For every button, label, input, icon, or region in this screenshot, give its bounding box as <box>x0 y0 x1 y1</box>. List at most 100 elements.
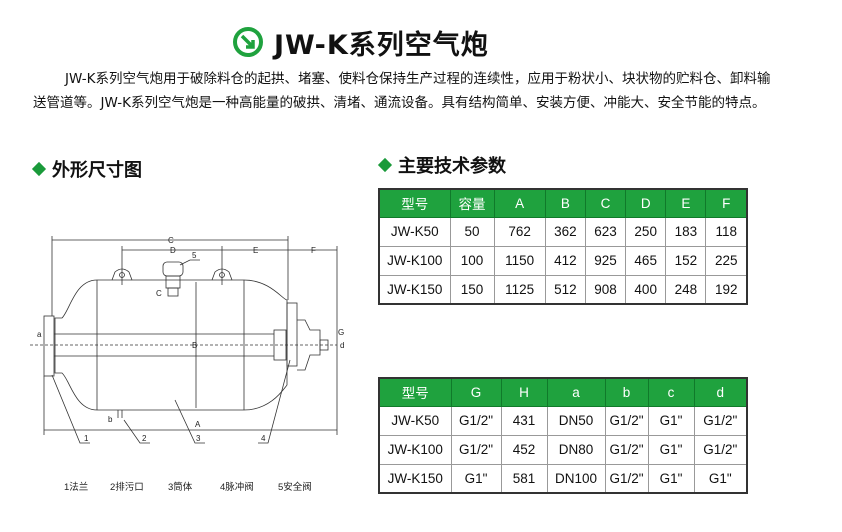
header-cell: a <box>546 377 606 407</box>
table-cell: 925 <box>584 245 627 276</box>
part-number: 5 <box>192 251 197 260</box>
header-cell: D <box>625 188 667 218</box>
table-cell: 225 <box>705 245 748 276</box>
section-title: 外形尺寸图 <box>52 160 142 181</box>
table-cell: 452 <box>500 434 548 465</box>
valve-outlet <box>319 339 329 351</box>
logo-icon <box>233 27 263 57</box>
table-cell: G1/2" <box>450 405 502 436</box>
header-cell: d <box>693 377 748 407</box>
table-cell: 512 <box>544 274 586 305</box>
table-cell: G1/2" <box>693 405 748 436</box>
dim-label-C: C <box>168 236 174 245</box>
legend-item: 5安全阀 <box>278 481 312 493</box>
part-number: 4 <box>261 434 266 443</box>
dim-label-G: G <box>338 328 344 337</box>
header-cell: E <box>665 188 707 218</box>
part-number: 2 <box>142 434 147 443</box>
intro-paragraph: JW-K系列空气炮用于破除料仓的起拱、堵塞、使料仓保持生产过程的连续性，应用于粉… <box>33 71 771 111</box>
table-cell: 762 <box>493 216 546 247</box>
header-cell: 容量 <box>449 188 495 218</box>
dim-label-d: d <box>340 341 344 350</box>
dimension-drawing: C D E F B A G d a b C 1 2 3 4 5 1法兰 2排污口… <box>30 236 344 493</box>
table-cell: 152 <box>665 245 707 276</box>
table-cell: 248 <box>665 274 707 305</box>
safety-valve <box>162 261 184 277</box>
dim-label-D: D <box>170 246 176 255</box>
legend-item: 1法兰 <box>64 481 88 493</box>
table-cell: G1" <box>647 405 695 436</box>
header-cell: F <box>705 188 748 218</box>
part-number: 3 <box>196 434 201 443</box>
table-cell: 183 <box>665 216 707 247</box>
table-cell: JW-K100 <box>378 434 452 465</box>
table-cell: 118 <box>705 216 748 247</box>
part-number: 1 <box>84 434 89 443</box>
legend-item: 4脉冲阀 <box>220 481 254 493</box>
table-cell: 400 <box>625 274 667 305</box>
dim-label-c: C <box>156 289 162 298</box>
table-cell: 465 <box>625 245 667 276</box>
table-cell: 250 <box>625 216 667 247</box>
section-drawing: 外形尺寸图 <box>31 156 142 182</box>
table-cell: 1125 <box>493 274 546 305</box>
table-cell: G1" <box>647 463 695 494</box>
table-cell: G1/2" <box>604 463 649 494</box>
dim-label-b: b <box>108 415 113 424</box>
table-cell: G1" <box>450 463 502 494</box>
table-cell: G1" <box>647 434 695 465</box>
table-cell: JW-K150 <box>378 274 451 305</box>
table-cell: 362 <box>544 216 586 247</box>
header-cell: 型号 <box>378 188 451 218</box>
header-cell: C <box>584 188 627 218</box>
table-cell: DN50 <box>546 405 606 436</box>
table-cell: JW-K50 <box>378 216 451 247</box>
table-cell: 431 <box>500 405 548 436</box>
table-cell: 412 <box>544 245 586 276</box>
table-cell: 50 <box>449 216 495 247</box>
table-cell: G1/2" <box>450 434 502 465</box>
header-cell: B <box>544 188 586 218</box>
dim-label-F: F <box>311 246 316 255</box>
dim-label-a: a <box>37 330 42 339</box>
table-cell: G1/2" <box>604 434 649 465</box>
page-title: JW-K系列空气炮 <box>232 22 489 62</box>
table-cell: 1150 <box>493 245 546 276</box>
table-cell: 581 <box>500 463 548 494</box>
header-cell: 型号 <box>378 377 452 407</box>
table-cell: 192 <box>705 274 748 305</box>
legend-item: 2排污口 <box>110 481 144 493</box>
table-cell: JW-K150 <box>378 463 452 494</box>
table-cell: G1/2" <box>604 405 649 436</box>
table-cell: DN80 <box>546 434 606 465</box>
header-cell: c <box>647 377 695 407</box>
title-text: JW-K系列空气炮 <box>274 29 489 61</box>
diamond-icon <box>377 157 393 173</box>
section-title: 主要技术参数 <box>398 156 506 177</box>
dim-label-A: A <box>195 420 201 429</box>
table-cell: JW-K50 <box>378 405 452 436</box>
table-cell: JW-K100 <box>378 245 451 276</box>
table-cell: 150 <box>449 274 495 305</box>
table-cell: 100 <box>449 245 495 276</box>
table-cell: 623 <box>584 216 627 247</box>
table-cell: DN100 <box>546 463 606 494</box>
flange <box>43 315 55 377</box>
header-cell: A <box>493 188 546 218</box>
header-cell: H <box>500 377 548 407</box>
section-params: 主要技术参数 <box>377 152 506 178</box>
table-cell: G1/2" <box>693 434 748 465</box>
table-cell: G1" <box>693 463 748 494</box>
dim-label-B: B <box>192 341 197 350</box>
header-cell: G <box>450 377 502 407</box>
